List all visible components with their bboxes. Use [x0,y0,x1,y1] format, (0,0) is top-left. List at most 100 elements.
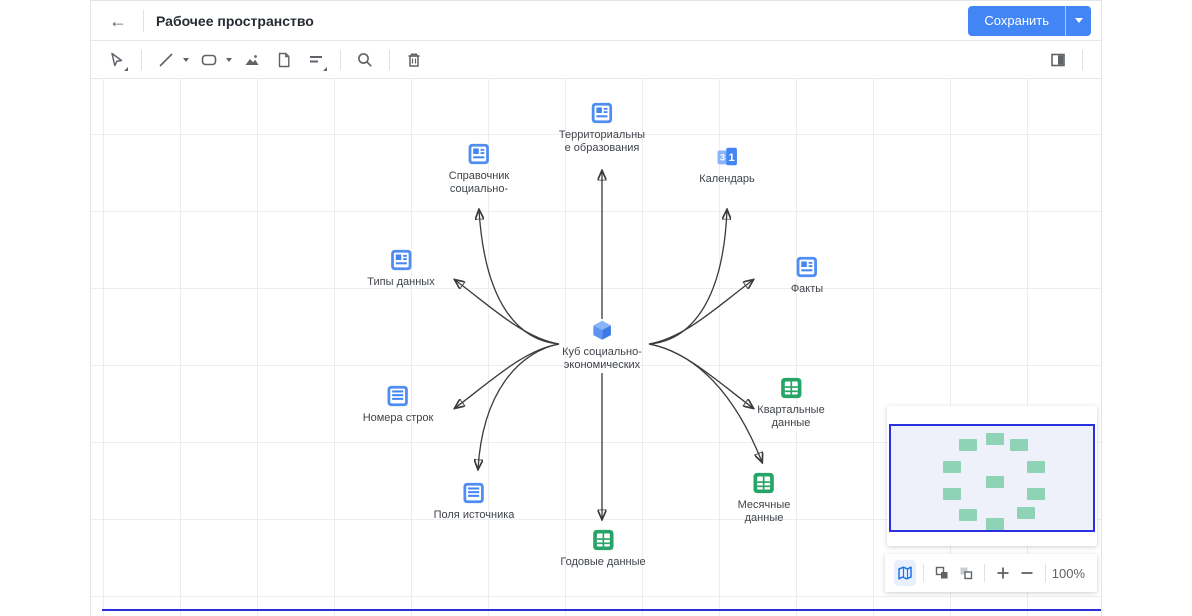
node-annual[interactable]: Годовые данные [560,528,646,569]
list-icon [462,481,486,505]
form-icon [389,248,413,272]
send-backward-button[interactable] [955,560,977,586]
header: ← Рабочее пространство Сохранить [91,1,1101,41]
delete-tool[interactable] [400,46,428,74]
list-icon [386,384,410,408]
toolbar-tools [101,46,430,74]
minimap-toolbar-divider [983,564,985,582]
save-dropdown-button[interactable] [1065,5,1091,36]
align-tool[interactable] [302,46,330,74]
node-label: Поля источника [434,509,515,522]
toolbar-divider [141,49,142,70]
send-backward-icon [960,567,973,580]
node-label-line: социально- [449,183,509,195]
minimap-node [1027,488,1045,500]
edge-cube-to-fields[interactable] [478,343,560,469]
node-label-line: Номера строк [362,412,434,424]
node-label-line: Куб социально- [562,346,642,358]
minimap-toolbar-divider [1044,564,1046,582]
plus-icon [997,567,1009,579]
minimap-toggle-button[interactable] [894,560,917,586]
node-types[interactable]: Типы данных [367,248,435,289]
toolbar-right [1042,46,1074,74]
edge-cube-to-rows[interactable] [455,343,560,408]
node-label-line: Месячные [737,499,791,511]
toolbar-right-divider [1082,49,1083,70]
submenu-corner-icon [124,66,128,71]
edge-cube-to-quarterly[interactable] [648,343,753,408]
edge-cube-to-types[interactable] [455,280,560,345]
node-label-line: Календарь [699,173,755,185]
svg-text:3: 3 [720,153,725,163]
zoom-in-button[interactable] [992,560,1014,586]
node-label-line: Годовые данные [560,556,646,568]
page-tool[interactable] [270,46,298,74]
node-label: Годовые данные [560,556,645,569]
node-label-line: Справочник [448,170,510,182]
select-tool[interactable] [103,46,131,74]
node-label: Факты [791,283,823,296]
bring-forward-icon [935,566,948,579]
edge-cube-to-monthly[interactable] [648,343,762,462]
form-icon [590,101,614,125]
search-tool[interactable] [351,46,379,74]
image-tool[interactable] [238,46,266,74]
minimap-node [943,488,961,500]
panel-toggle[interactable] [1044,46,1072,74]
form-icon [467,142,491,166]
minus-icon [1021,572,1033,574]
node-rows[interactable]: Номера строк [363,384,434,425]
minimap-node [959,439,977,451]
submenu-corner-icon [323,66,327,71]
form-icon [795,255,819,279]
node-label-line: Факты [790,283,824,295]
edge-cube-to-calendar[interactable] [648,210,727,345]
chevron-down-icon [1074,18,1083,23]
minimap-node [1010,439,1028,451]
node-label: Календарь [699,173,755,186]
node-label-line: е образования [564,142,640,154]
node-label-line: данные [744,512,784,524]
toolbar-divider [340,49,341,70]
minimap-node [1017,507,1035,519]
shape-tool[interactable] [195,46,223,74]
toolbar-divider [389,49,390,70]
minimap-node [1027,461,1045,473]
node-label-line: Поля источника [433,509,515,521]
minimap-node [986,433,1004,445]
grid-icon [752,471,776,495]
back-button[interactable]: ← [105,8,131,34]
save-button[interactable]: Сохранить [968,5,1065,36]
line-tool[interactable] [152,46,180,74]
toolbar [91,41,1101,79]
edge-cube-to-reference[interactable] [479,210,560,345]
minimap-node [943,461,961,473]
minimap-toolbar: 100% [885,554,1097,592]
zoom-out-button[interactable] [1016,560,1038,586]
minimap-viewport[interactable] [889,424,1095,532]
dropdown-caret-icon[interactable] [183,57,189,62]
page-title: Рабочее пространство [156,12,314,29]
svg-text:1: 1 [728,152,734,164]
dropdown-caret-icon[interactable] [226,57,232,62]
node-label-line: Территориальны [558,129,646,141]
bring-forward-button[interactable] [931,560,953,586]
cube-icon [590,318,614,342]
edge-cube-to-facts[interactable] [648,280,753,345]
node-label-line: Квартальные [757,404,825,416]
node-label: Номера строк [363,412,434,425]
node-facts[interactable]: Факты [791,255,823,296]
node-fields[interactable]: Поля источника [434,481,515,522]
node-cube[interactable]: Куб социально-экономических [562,318,642,372]
grid-icon [591,528,615,552]
